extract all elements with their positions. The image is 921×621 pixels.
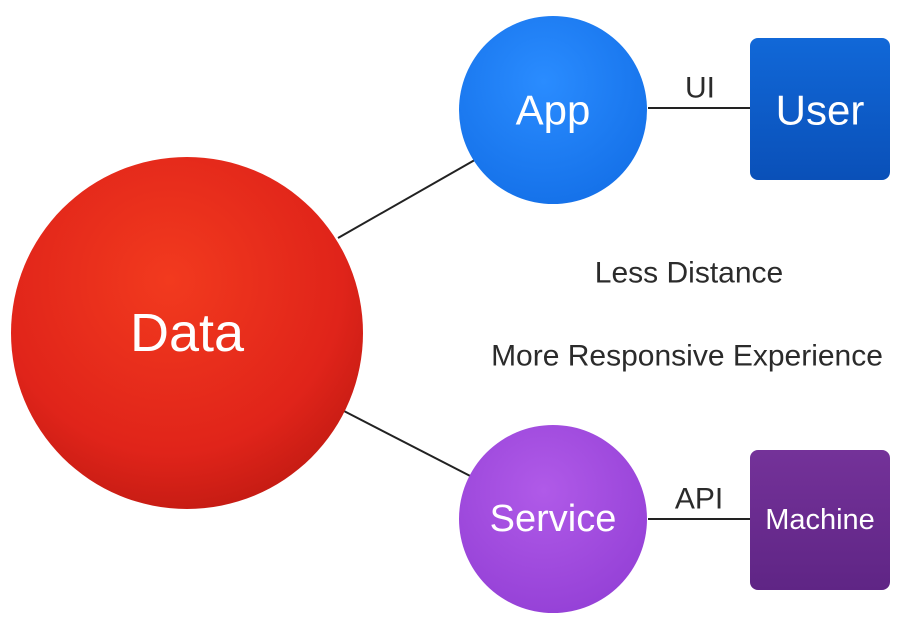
app-node-label: App — [516, 87, 591, 134]
app-node: App — [459, 16, 647, 204]
user-node-box — [750, 38, 890, 180]
caption-less-distance: Less Distance — [595, 257, 783, 290]
user-node: User — [750, 38, 890, 180]
service-node-circle — [459, 425, 647, 613]
user-node-label: User — [776, 87, 865, 134]
machine-node-box — [750, 450, 890, 590]
app-node-circle — [459, 16, 647, 204]
service-node-label: Service — [490, 498, 617, 540]
api-edge-label: API — [675, 483, 723, 516]
machine-node: Machine — [750, 450, 890, 590]
caption-more-responsive: More Responsive Experience — [491, 340, 883, 373]
data-node-label: Data — [130, 303, 245, 363]
data-node-circle — [11, 157, 363, 509]
data-app-connector — [337, 156, 481, 239]
data-node: Data — [11, 157, 363, 509]
data-service-connector — [341, 409, 479, 481]
ui-edge-label: UI — [685, 72, 715, 105]
service-node: Service — [459, 425, 647, 613]
machine-node-label: Machine — [765, 504, 875, 536]
